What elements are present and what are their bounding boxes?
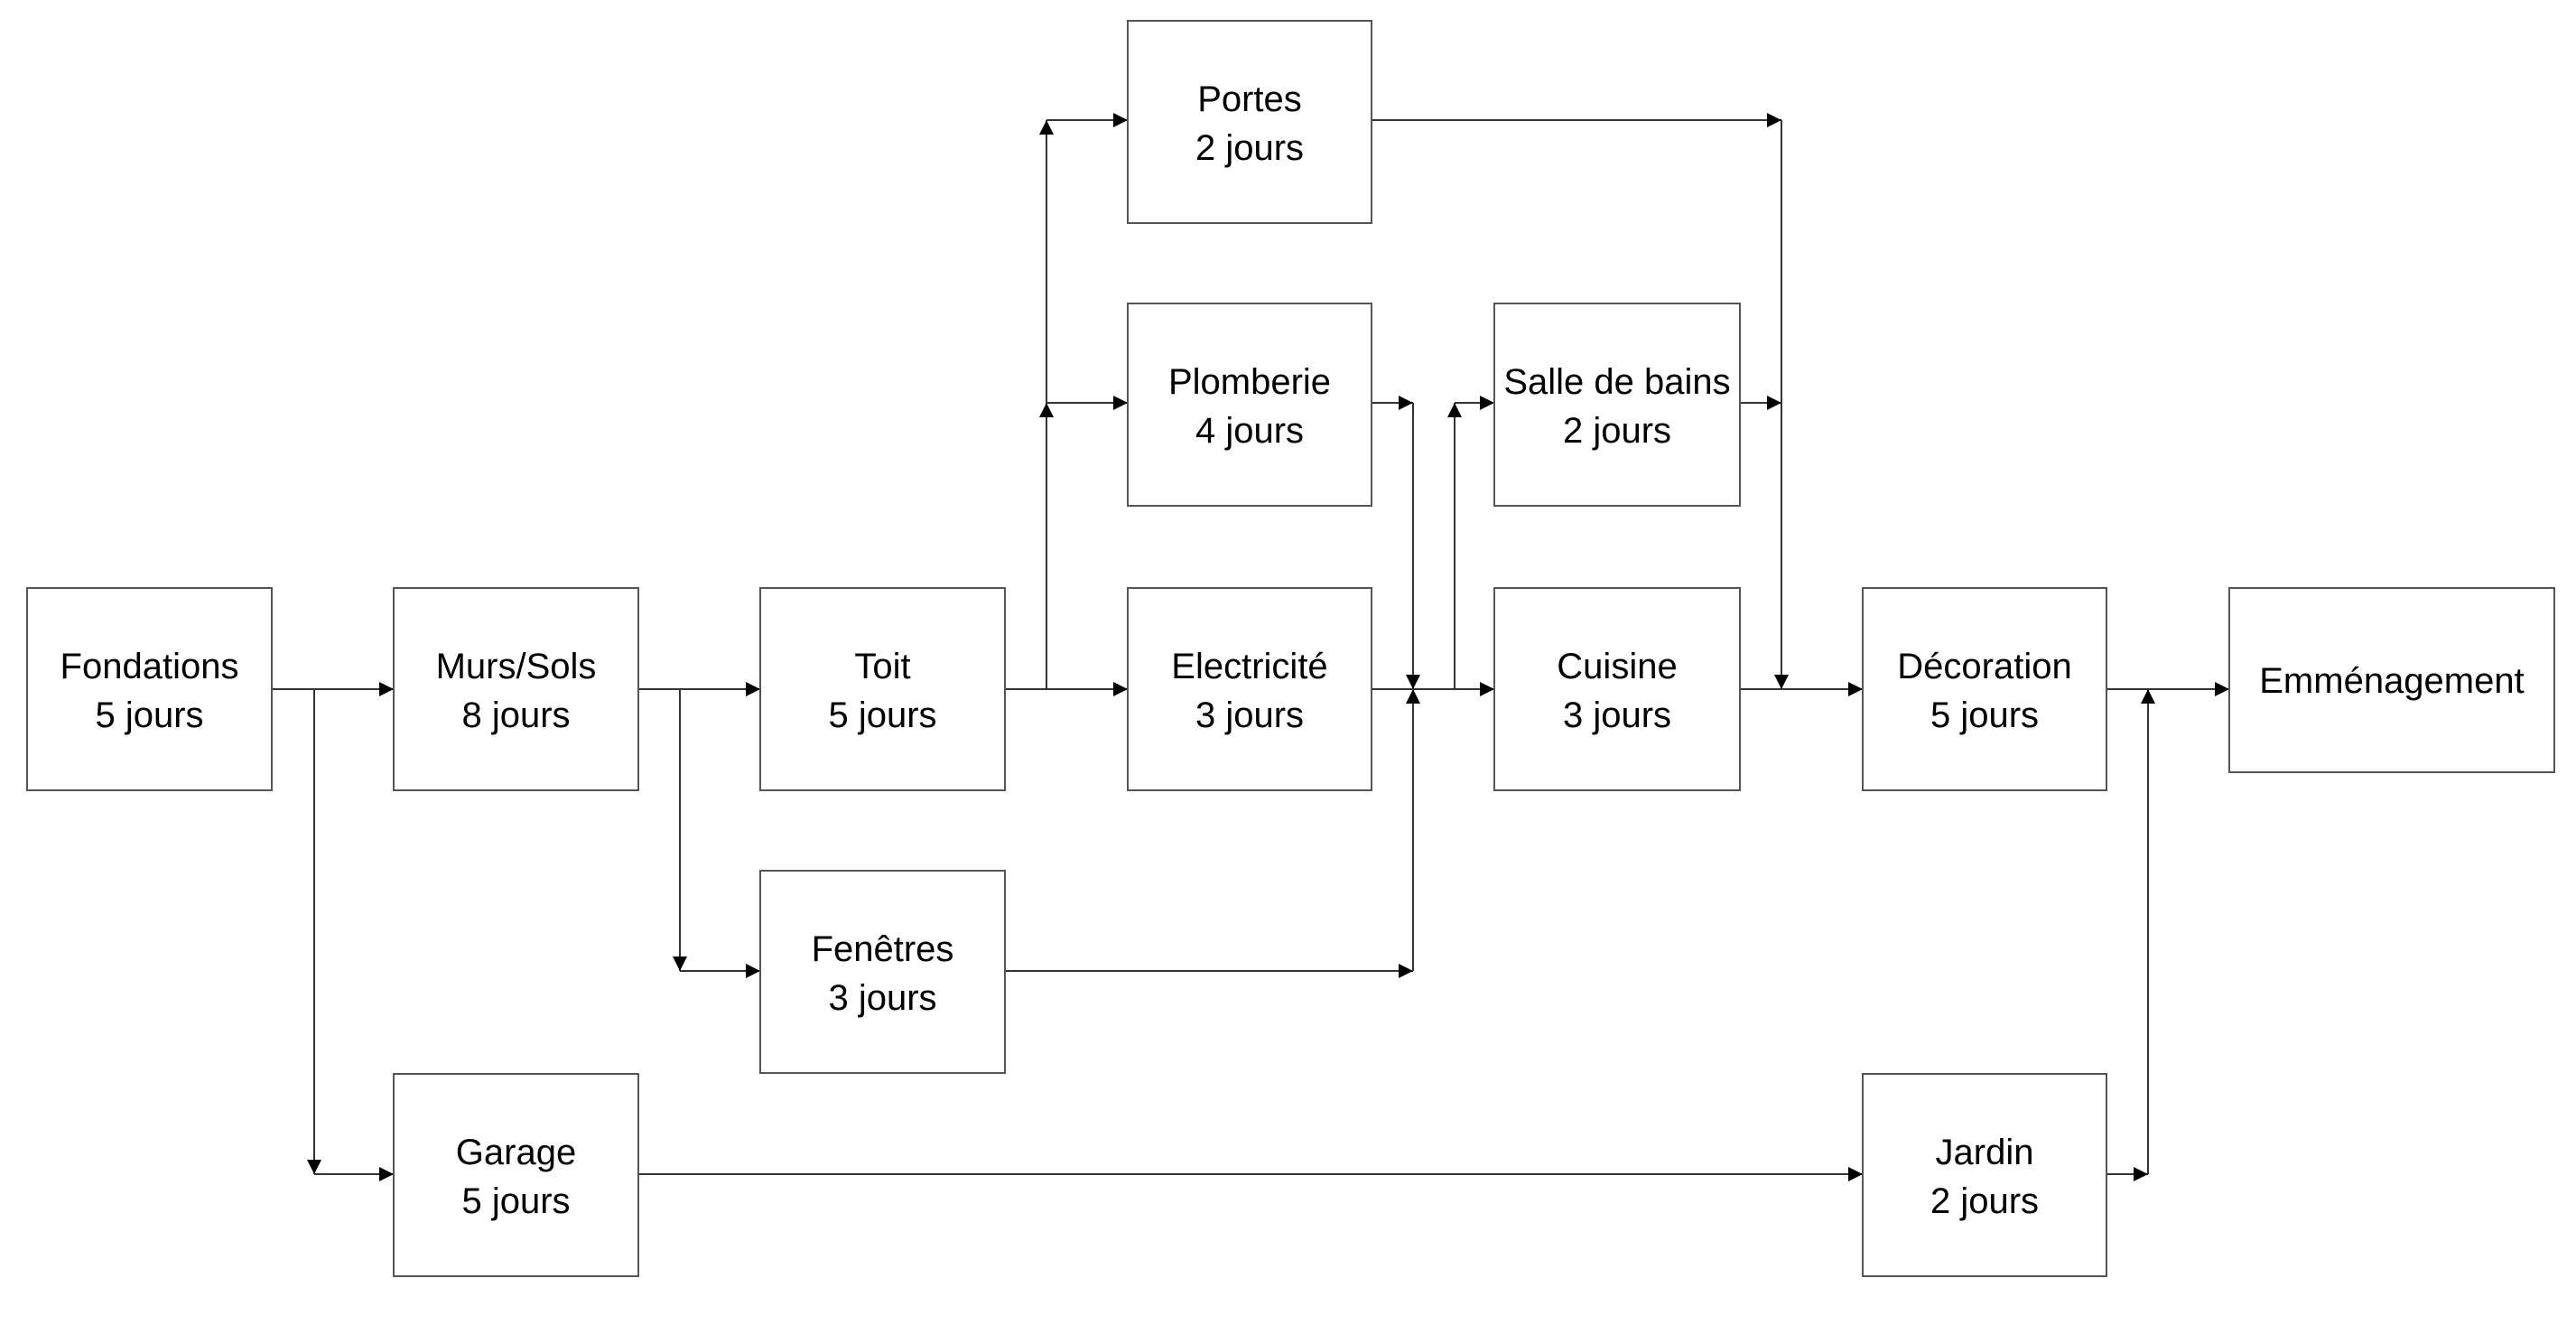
node-name-murs: Murs/Sols — [436, 647, 597, 686]
node-name-cuisine: Cuisine — [1557, 647, 1677, 686]
node-name-garage: Garage — [456, 1133, 576, 1172]
node-duration-decoration: 5 jours — [1930, 695, 2039, 735]
node-decoration: Décoration 5 jours — [1862, 587, 2107, 791]
node-box-murs — [393, 587, 639, 791]
node-electricite: Electricité 3 jours — [1127, 587, 1372, 791]
node-box-fenetres — [759, 870, 1006, 1074]
node-name-salle: Salle de bains — [1503, 362, 1730, 402]
node-name-portes: Portes — [1197, 79, 1302, 119]
edges — [272, 113, 2229, 1181]
node-name-plomberie: Plomberie — [1168, 362, 1331, 402]
node-duration-garage: 5 jours — [461, 1181, 570, 1221]
node-box-jardin — [1862, 1073, 2107, 1277]
node-box-fondations — [26, 587, 273, 791]
node-box-cuisine — [1493, 587, 1741, 791]
node-duration-toit: 5 jours — [828, 695, 936, 735]
node-toit: Toit 5 jours — [759, 587, 1006, 791]
node-duration-fondations: 5 jours — [95, 695, 203, 735]
node-murs: Murs/Sols 8 jours — [393, 587, 639, 791]
nodes: Fondations 5 jours Murs/Sols 8 jours Toit 5 j… — [26, 20, 2555, 1277]
node-box-garage — [393, 1073, 639, 1277]
node-box-toit — [759, 587, 1006, 791]
node-name-electricite: Electricité — [1171, 647, 1327, 686]
node-fenetres: Fenêtres 3 jours — [759, 870, 1006, 1074]
node-name-decoration: Décoration — [1897, 647, 2071, 686]
node-duration-portes: 2 jours — [1195, 128, 1304, 168]
node-box-emmenagement — [2228, 587, 2555, 773]
node-fondations: Fondations 5 jours — [26, 587, 273, 791]
node-salle: Salle de bains 2 jours — [1493, 303, 1741, 507]
node-box-portes — [1127, 20, 1372, 224]
node-cuisine: Cuisine 3 jours — [1493, 587, 1741, 791]
node-duration-cuisine: 3 jours — [1563, 695, 1671, 735]
node-name-fondations: Fondations — [60, 647, 239, 686]
node-jardin: Jardin 2 jours — [1862, 1073, 2107, 1277]
node-duration-electricite: 3 jours — [1195, 695, 1304, 735]
node-name-jardin: Jardin — [1936, 1133, 2034, 1172]
node-box-decoration — [1862, 587, 2107, 791]
node-duration-murs: 8 jours — [461, 695, 570, 735]
node-portes: Portes 2 jours — [1127, 20, 1372, 224]
node-box-electricite — [1127, 587, 1372, 791]
node-duration-fenetres: 3 jours — [828, 978, 936, 1018]
node-duration-salle: 2 jours — [1563, 411, 1671, 451]
node-name-toit: Toit — [854, 647, 910, 686]
node-name-emmenagement: Emménagement — [2259, 661, 2524, 701]
node-box-salle — [1493, 303, 1741, 507]
node-name-fenetres: Fenêtres — [812, 929, 954, 969]
node-duration-jardin: 2 jours — [1930, 1181, 2039, 1221]
node-box-plomberie — [1127, 303, 1372, 507]
node-garage: Garage 5 jours — [393, 1073, 639, 1277]
node-duration-plomberie: 4 jours — [1195, 411, 1304, 451]
node-plomberie: Plomberie 4 jours — [1127, 303, 1372, 507]
node-emmenagement: Emménagement — [2228, 587, 2555, 773]
